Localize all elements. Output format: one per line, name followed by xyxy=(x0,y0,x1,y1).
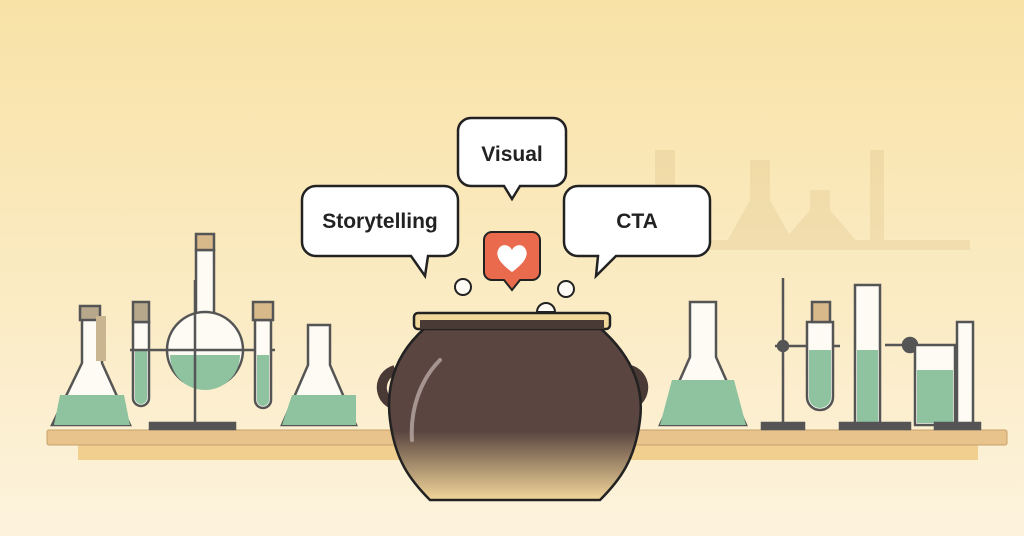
graduated-cylinder xyxy=(838,283,919,431)
cta-label: CTA xyxy=(616,210,658,233)
erlenmeyer-flask xyxy=(50,304,132,427)
erlenmeyer-flask xyxy=(658,300,748,427)
speech-bubble-visual: Visual xyxy=(456,116,568,202)
heart-badge xyxy=(483,231,541,292)
beaker xyxy=(913,320,982,431)
test-tube xyxy=(805,300,835,412)
speech-bubble-cta: CTA xyxy=(562,184,712,280)
test-tube xyxy=(251,300,275,410)
erlenmeyer-flask xyxy=(280,323,358,427)
lab-stand xyxy=(130,280,275,431)
storytelling-label: Storytelling xyxy=(322,210,438,233)
test-tube xyxy=(131,300,151,408)
cauldron xyxy=(376,311,649,502)
right-glassware xyxy=(658,278,982,431)
heart-icon xyxy=(497,245,527,272)
steam-bubbles xyxy=(454,278,575,313)
visual-label: Visual xyxy=(481,143,542,166)
speech-bubble-storytelling: Storytelling xyxy=(300,184,460,280)
left-glassware xyxy=(50,232,358,431)
